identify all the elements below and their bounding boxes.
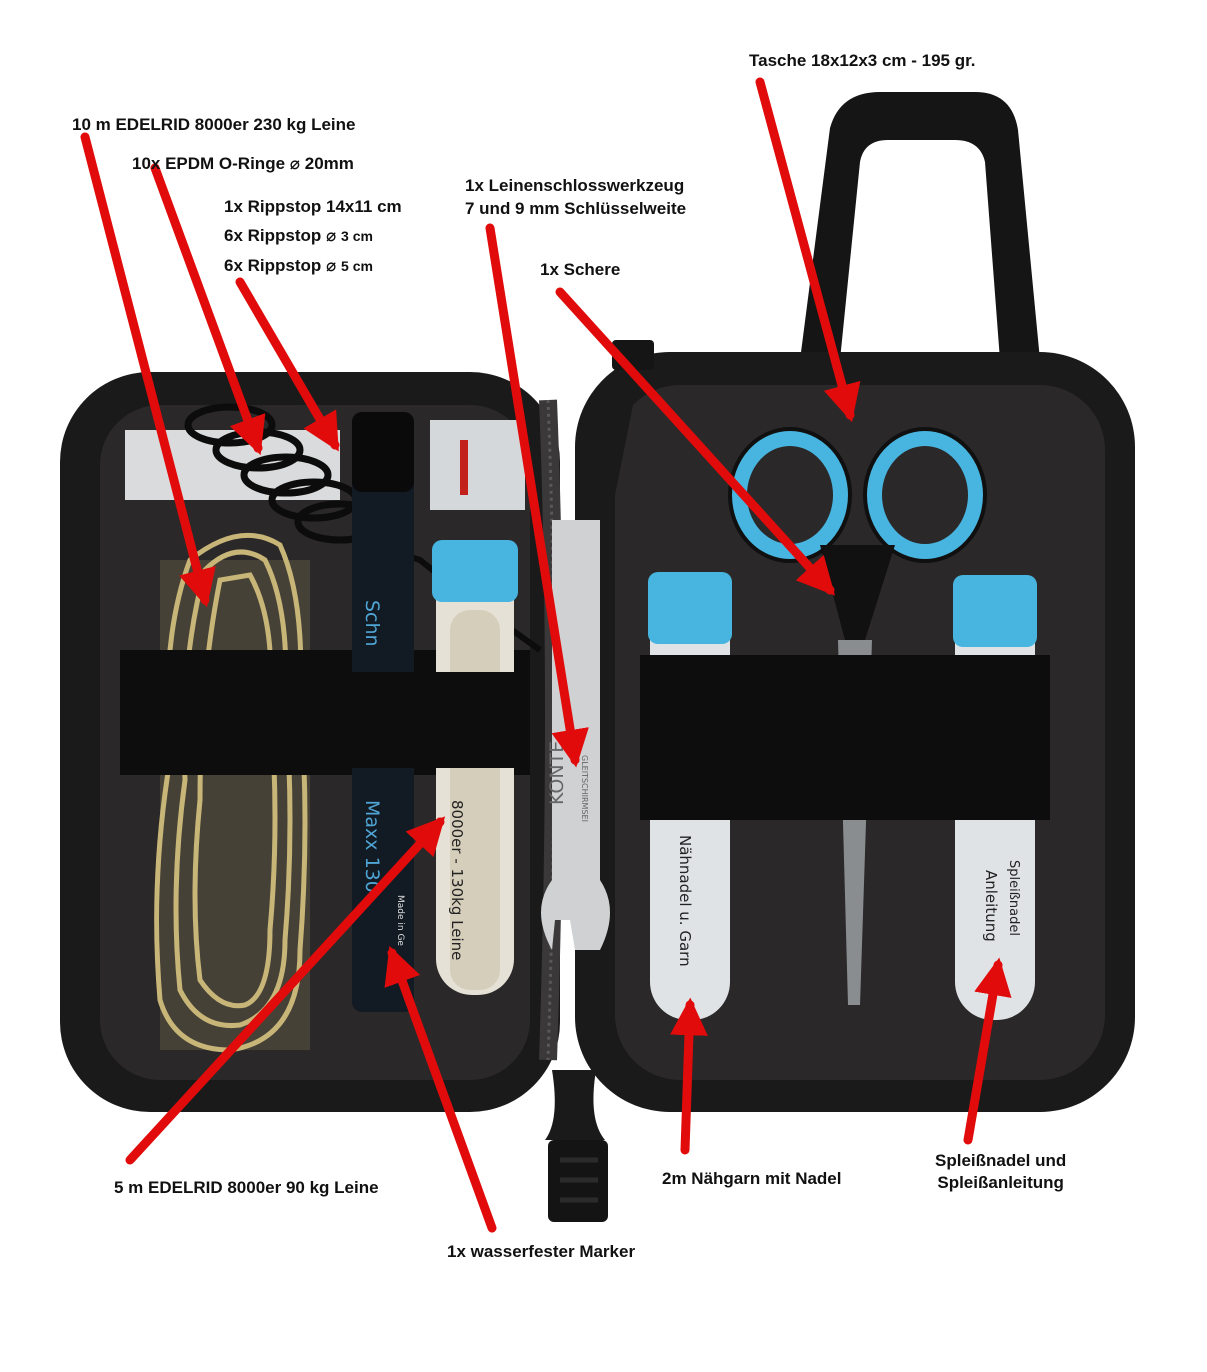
wrench-sub: GLEITSCHIRMSEI: [580, 755, 589, 822]
callout-arrows: [80, 77, 1012, 1233]
marker-brand: Schn: [361, 600, 383, 647]
label-splice-line2: Spleißanleitung: [937, 1173, 1064, 1192]
label-thread: 2m Nähgarn mit Nadel: [662, 1169, 842, 1188]
label-rippstop2-text: 6x Rippstop: [224, 226, 322, 245]
label-orings-size: 20mm: [304, 154, 354, 173]
zipper-pull-bottom: [545, 1070, 608, 1222]
arrow-bag: [755, 77, 861, 423]
handle-strap: [800, 92, 1040, 360]
wrench-brand: KONTE: [546, 741, 568, 805]
arrow-line230: [80, 132, 216, 608]
tube-thread-label: Nähnadel u. Garn: [676, 835, 694, 967]
label-line230: 10 m EDELRID 8000er 230 kg Leine: [72, 115, 356, 134]
label-rippstop1: 1x Rippstop 14x11 cm: [224, 197, 402, 216]
label-rippstop3: 6x Rippstop ⌀ 5 cm: [224, 255, 373, 277]
arrow-tool: [485, 223, 589, 768]
label-marker: 1x wasserfester Marker: [447, 1242, 636, 1261]
tube-line90-label: 8000er - 130kg Leine: [448, 800, 466, 960]
arrow-rippstop: [235, 277, 340, 452]
tube-cap: [648, 572, 732, 644]
tube-cap: [432, 540, 518, 602]
label-tool2: 7 und 9 mm Schlüsselweite: [465, 199, 687, 218]
arrow-line90: [125, 816, 446, 1165]
arrow-splice: [963, 957, 1012, 1145]
rippstop-bag: [430, 420, 525, 510]
label-splice: Spleißnadel und Spleißanleitung: [935, 1150, 1066, 1194]
arrow-scissors: [555, 287, 836, 596]
label-tool1: 1x Leinenschlosswerkzeug: [465, 176, 685, 195]
label-bag: Tasche 18x12x3 cm - 195 gr.: [749, 51, 976, 70]
label-scissors: 1x Schere: [540, 260, 621, 279]
tube-cap: [953, 575, 1037, 647]
label-rippstop3-text: 6x Rippstop: [224, 256, 322, 275]
tube-splice-label2: Anleitung: [982, 870, 1000, 942]
label-rippstop3-size: 5 cm: [341, 258, 373, 274]
label-splice-line1: Spleißnadel und: [935, 1151, 1067, 1170]
diameter-icon: ⌀: [289, 154, 301, 173]
label-orings: 10x EPDM O-Ringe ⌀ 20mm: [132, 153, 354, 175]
arrow-orings: [150, 163, 266, 456]
label-rippstop2: 6x Rippstop ⌀ 3 cm: [224, 225, 373, 247]
marker-made: Made in Ge: [395, 895, 405, 946]
arrow-thread: [670, 997, 708, 1155]
diameter-icon: ⌀: [326, 226, 337, 245]
elastic-strap-right: [640, 655, 1050, 820]
label-rippstop2-size: 3 cm: [341, 228, 373, 244]
tube-splice-label1: Spleißnadel: [1006, 860, 1021, 936]
diameter-icon: ⌀: [326, 256, 337, 275]
arrow-marker: [384, 945, 497, 1233]
marker-text: Maxx 130: [361, 800, 383, 893]
label-line90: 5 m EDELRID 8000er 90 kg Leine: [114, 1178, 379, 1197]
label-orings-text: 10x EPDM O-Ringe: [132, 154, 286, 173]
